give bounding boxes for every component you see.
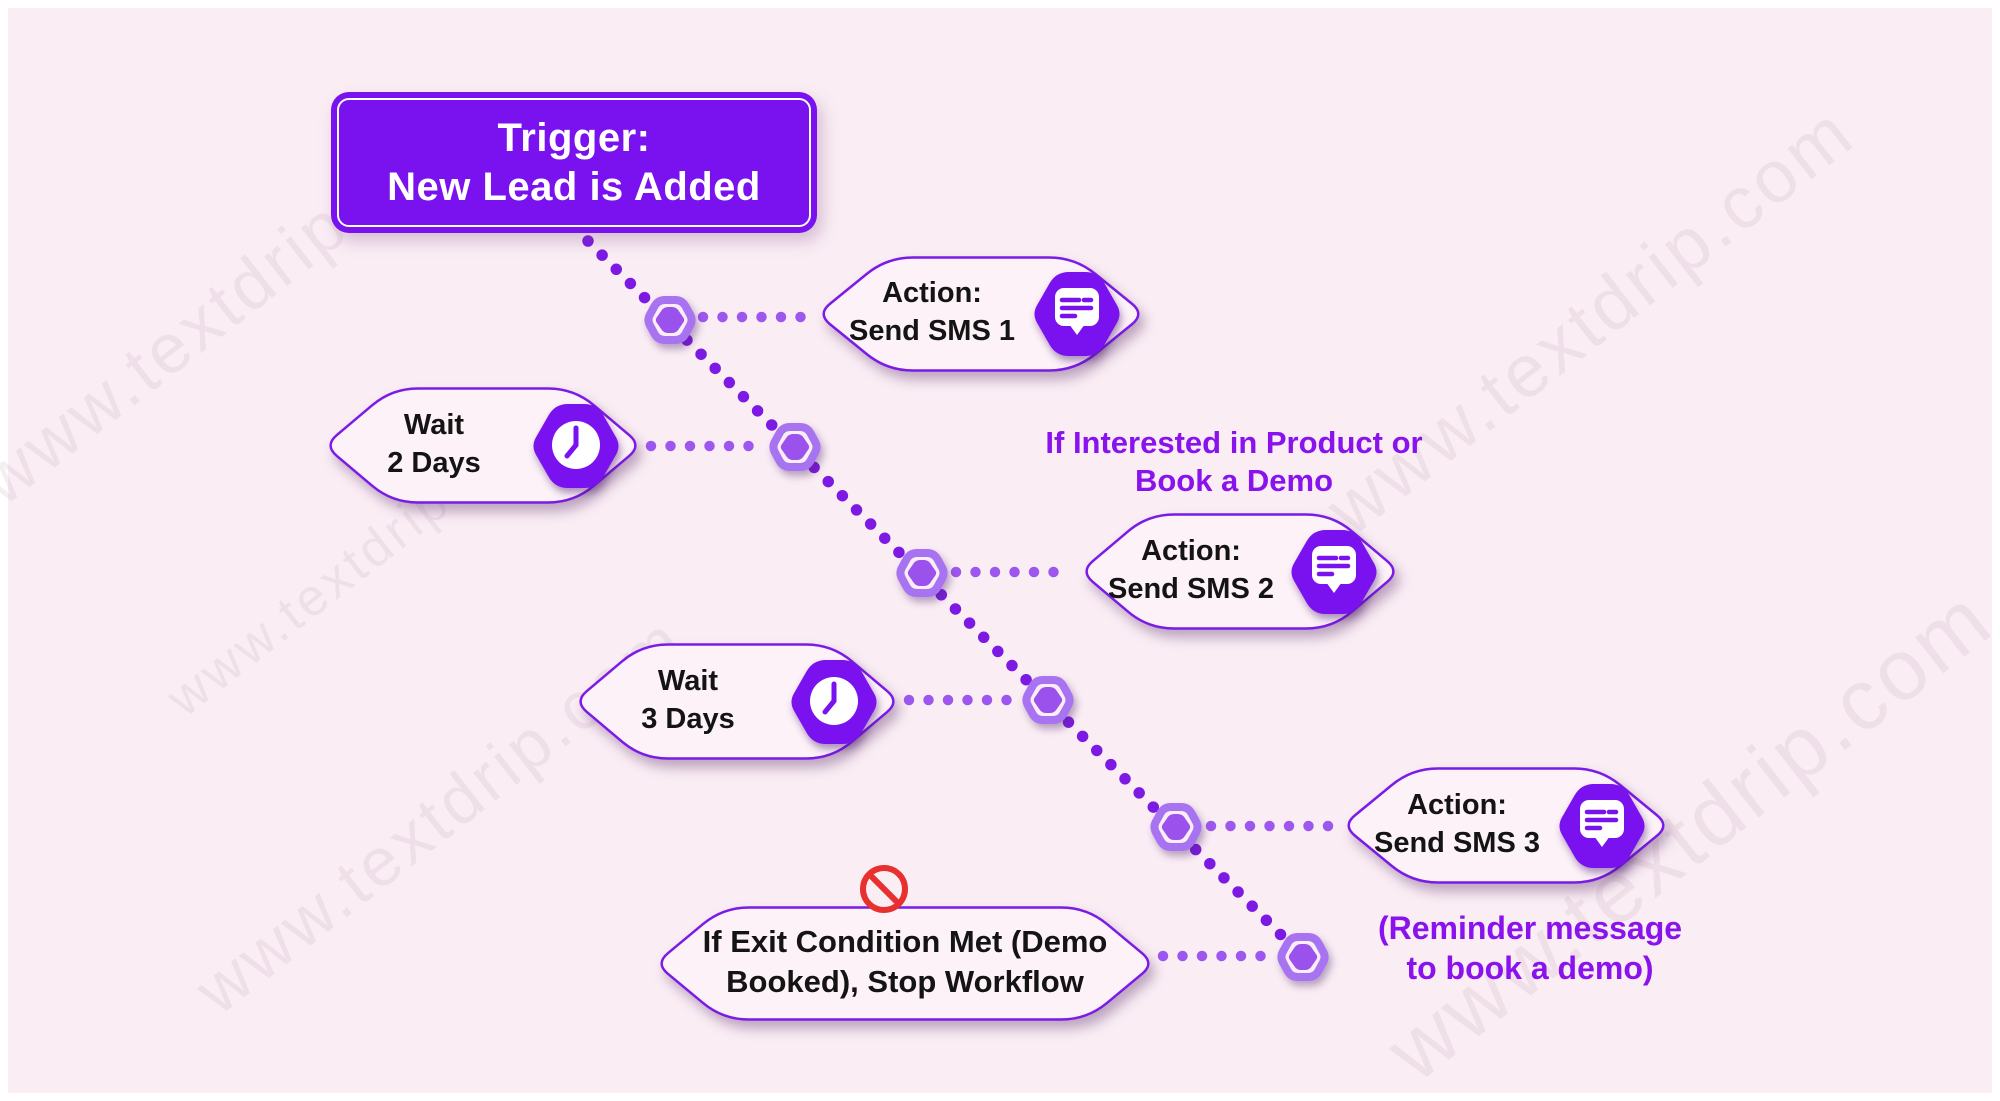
box-label-line2: Send SMS 2 [1108, 572, 1274, 605]
wait-clock-icon [791, 659, 877, 744]
reminder-annotation: (Reminder message to book a demo) [1330, 908, 1730, 988]
exit-condition-box: If Exit Condition Met (Demo Booked), Sto… [653, 905, 1157, 1022]
node-hexagon-2 [769, 423, 821, 471]
wait-3-days-box: Wait 3 Days [572, 642, 902, 761]
box-shape [660, 906, 1150, 1021]
stop-prohibition-icon [860, 865, 908, 913]
box-label-line2: 3 Days [641, 702, 735, 735]
chat-bubble-icon [1312, 545, 1356, 593]
trigger-box: Trigger: New Lead is Added [331, 92, 817, 233]
interest-line1: If Interested in Product or [1045, 425, 1423, 460]
box-label-line2: Send SMS 3 [1374, 826, 1540, 859]
node-hexagon-5 [1150, 803, 1202, 851]
node-hexagon-6 [1277, 933, 1329, 981]
wait-2-days-box: Wait 2 Days [322, 386, 644, 505]
box-label: Action: Send SMS 1 [829, 255, 1035, 369]
box-label: Wait 3 Days [586, 642, 790, 757]
trigger-line2: New Lead is Added [387, 164, 761, 209]
sms-chat-icon [1559, 783, 1645, 868]
action-send-sms-1-box: Action: Send SMS 1 [815, 255, 1147, 373]
sms-chat-icon [1291, 529, 1377, 614]
box-label-line2: Send SMS 1 [849, 315, 1015, 347]
interest-annotation: If Interested in Product or Book a Demo [1014, 424, 1454, 500]
node-hexagon-1 [644, 296, 696, 344]
box-label-line2: Booked), Stop Workflow [726, 963, 1084, 999]
box-label: Action: Send SMS 3 [1354, 766, 1560, 881]
action-send-sms-3-box: Action: Send SMS 3 [1340, 766, 1672, 885]
action-send-sms-2-box: Action: Send SMS 2 [1078, 512, 1402, 631]
box-label-line2: 2 Days [387, 446, 481, 479]
node-hexagon-4 [1022, 676, 1074, 724]
box-label: Wait 2 Days [336, 386, 532, 501]
reminder-line1: (Reminder message [1377, 910, 1683, 946]
clock-icon [552, 420, 600, 469]
box-label-line1: Action: [1407, 788, 1507, 821]
reminder-line2: to book a demo) [1406, 950, 1654, 986]
box-label-line1: If Exit Condition Met (Demo [702, 923, 1108, 959]
box-label-line1: Action: [882, 277, 982, 309]
node-hexagon-3 [896, 549, 948, 597]
box-label: Action: Send SMS 2 [1092, 512, 1290, 627]
trigger-line1: Trigger: [497, 115, 651, 160]
wait-clock-icon [533, 403, 619, 488]
clock-icon [810, 676, 858, 725]
sms-chat-icon [1034, 272, 1120, 356]
chat-bubble-icon [1055, 288, 1099, 335]
chat-bubble-icon [1580, 799, 1624, 847]
box-label: If Exit Condition Met (Demo Booked), Sto… [667, 905, 1143, 1018]
box-label-line1: Wait [403, 408, 465, 441]
box-label-line1: Wait [657, 664, 719, 697]
interest-line2: Book a Demo [1134, 463, 1334, 498]
box-label-line1: Action: [1141, 534, 1241, 567]
